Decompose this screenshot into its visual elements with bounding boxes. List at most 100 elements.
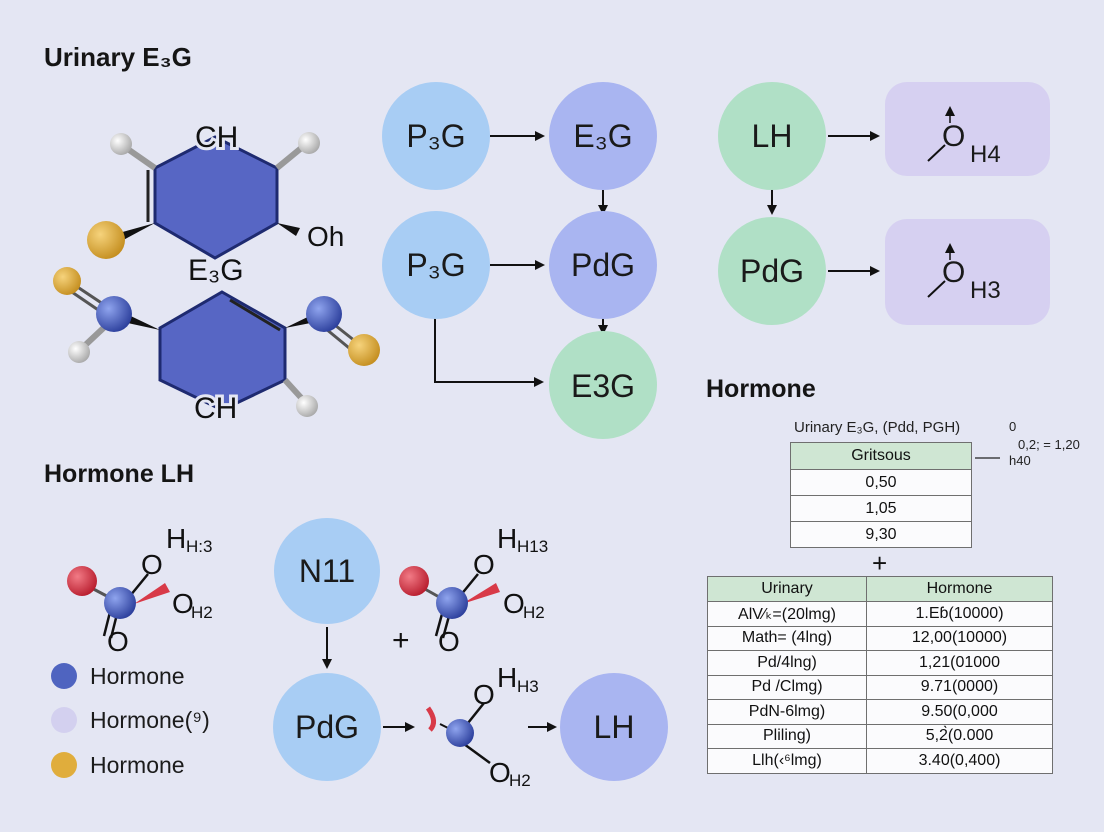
table-cell: 3.40(0,400)	[866, 748, 1053, 774]
node-lh-2	[560, 673, 668, 781]
atom-red	[399, 566, 429, 596]
atom-red	[67, 566, 97, 596]
heading-urinary-e3g: Urinary E₃G	[44, 42, 192, 72]
legend-label-2: Hormone(⁹)	[90, 707, 210, 733]
molecule-top-left: CH Oh E₃G CH	[53, 118, 380, 428]
table-cell: PdN-6lmg)	[707, 699, 867, 725]
node-lh-2-label: LH	[594, 709, 635, 745]
flow-top-right: LH PdG O H4 O H3	[718, 82, 1050, 325]
legend-swatch-lavender	[51, 707, 77, 733]
label-ch-bottom: CH	[194, 392, 237, 425]
table-row: Pd /Clmg) 9.71(0000)	[707, 674, 1053, 700]
table-cell: Pd /Clmg)	[707, 674, 867, 700]
table-cell: 12,00(10000)	[866, 625, 1053, 651]
table-header-cell: Hormone	[866, 576, 1053, 602]
atom-gray	[110, 133, 132, 155]
table-header-cell: Urinary	[707, 576, 867, 602]
node-e3g-1-label: E₃G	[573, 118, 632, 154]
legend-swatch-blue	[51, 663, 77, 689]
table-header-row: Urinary Hormone	[707, 576, 1053, 602]
atom-gold	[348, 334, 380, 366]
box-oh4-label: H4	[970, 141, 1001, 168]
table-cell: Llh(‹⁶lmg)	[707, 748, 867, 774]
bottom-oh: O	[489, 757, 511, 788]
atom-blue	[104, 587, 136, 619]
table-row: AlV⁄ₖ=(20lmg) 1.Εɓ(10000)	[707, 601, 1053, 627]
node-lh-1-label: LH	[752, 118, 793, 154]
table-row: 9,30	[790, 521, 972, 548]
left-oh-sub: H2	[191, 603, 213, 622]
mid-o-bottom: O	[438, 626, 460, 657]
table-header-cell: Gritsous	[790, 442, 972, 470]
box-oh3	[885, 219, 1050, 325]
bottom-oh-sub: H2	[509, 771, 531, 790]
box-oh3-o: O	[942, 256, 965, 289]
left-o-bottom: O	[107, 626, 129, 657]
table-cell: 1,21(01000	[866, 650, 1053, 676]
node-n11	[274, 518, 380, 624]
atom-blue	[436, 587, 468, 619]
label-oh: Oh	[307, 221, 344, 252]
table-cell: AlV⁄ₖ=(20lmg)	[707, 601, 867, 627]
node-n11-label: N11	[299, 553, 355, 589]
legend-swatch-gold	[51, 752, 77, 778]
plus-sign: +	[872, 548, 888, 578]
mid-oh: O	[503, 588, 525, 619]
table-row: Llh(‹⁶lmg) 3.40(0,400)	[707, 748, 1053, 774]
heading-hormone: Hormone	[706, 375, 816, 403]
left-oh: O	[172, 588, 194, 619]
node-pdg-3	[273, 673, 381, 781]
mid-h: H	[497, 523, 517, 554]
node-p3g-2	[382, 211, 490, 319]
table-cell: 9.71(0000)	[866, 674, 1053, 700]
atom-gray	[296, 395, 318, 417]
table1: Gritsous 0,50 1,05 9,30	[790, 442, 972, 548]
heading-hormone-lh: Hormone LH	[44, 460, 194, 488]
table-row: 0,50	[790, 469, 972, 496]
table-cell: Pliling)	[707, 723, 867, 749]
node-p3g-2-label: P₃G	[406, 247, 465, 283]
label-e3g: E₃G	[188, 254, 244, 287]
table-cell: 1.Εɓ(10000)	[866, 601, 1053, 627]
node-e3g-2-label: E3G	[571, 368, 635, 404]
node-pdg-3-label: PdG	[295, 709, 359, 745]
atom-blue	[446, 719, 474, 747]
atom-blue	[96, 296, 132, 332]
atom-blue	[306, 296, 342, 332]
node-lh-1	[718, 82, 826, 190]
flow-bottom-middle: N11 PdG LH + H H13 O O H2 O H H3 O O H2	[273, 518, 668, 790]
table-row: Pliling) 5,2̀(0.000	[707, 723, 1053, 749]
table1-side-note: 0,2; = 1,20	[1018, 437, 1080, 452]
table-cell: 9,30	[790, 521, 972, 548]
table-cell: 5,2̀(0.000	[866, 723, 1053, 749]
table-cell: 1,05	[790, 495, 972, 522]
box-oh4-o: O	[942, 120, 965, 153]
atom-gold	[87, 221, 125, 259]
table-cell: Math= (4lng)	[707, 625, 867, 651]
table-row: Math= (4lng) 12,00(10000)	[707, 625, 1053, 651]
table-header-row: Gritsous	[790, 442, 972, 470]
node-pdg-2	[718, 217, 826, 325]
table-cell: Pd/4lng)	[707, 650, 867, 676]
legend-label-1: Hormone	[90, 663, 185, 689]
plus-sign: +	[392, 624, 410, 657]
mid-o: O	[473, 549, 495, 580]
atom-gray	[298, 132, 320, 154]
left-o: O	[141, 549, 163, 580]
node-p3g-1-label: P₃G	[406, 118, 465, 154]
table1-side-note: 0	[1009, 419, 1017, 434]
label-ch-top: CH	[195, 121, 238, 154]
legend-label-3: Hormone	[90, 752, 185, 778]
table-row: PdN-6lmg) 9.50(0,000	[707, 699, 1053, 725]
node-pdg-1-label: PdG	[571, 247, 635, 283]
atom-gold	[53, 267, 81, 295]
node-p3g-1	[382, 82, 490, 190]
atom-gray	[68, 341, 90, 363]
table1-side-note: h40	[1009, 453, 1031, 468]
table-cell: 0,50	[790, 469, 972, 496]
node-pdg-1	[549, 211, 657, 319]
flow-top-middle: P₃G E₃G P₃G PdG E3G	[382, 82, 657, 439]
node-e3g-2	[549, 331, 657, 439]
bottom-h: H	[497, 662, 517, 693]
bottom-h-sub: H3	[517, 677, 539, 696]
